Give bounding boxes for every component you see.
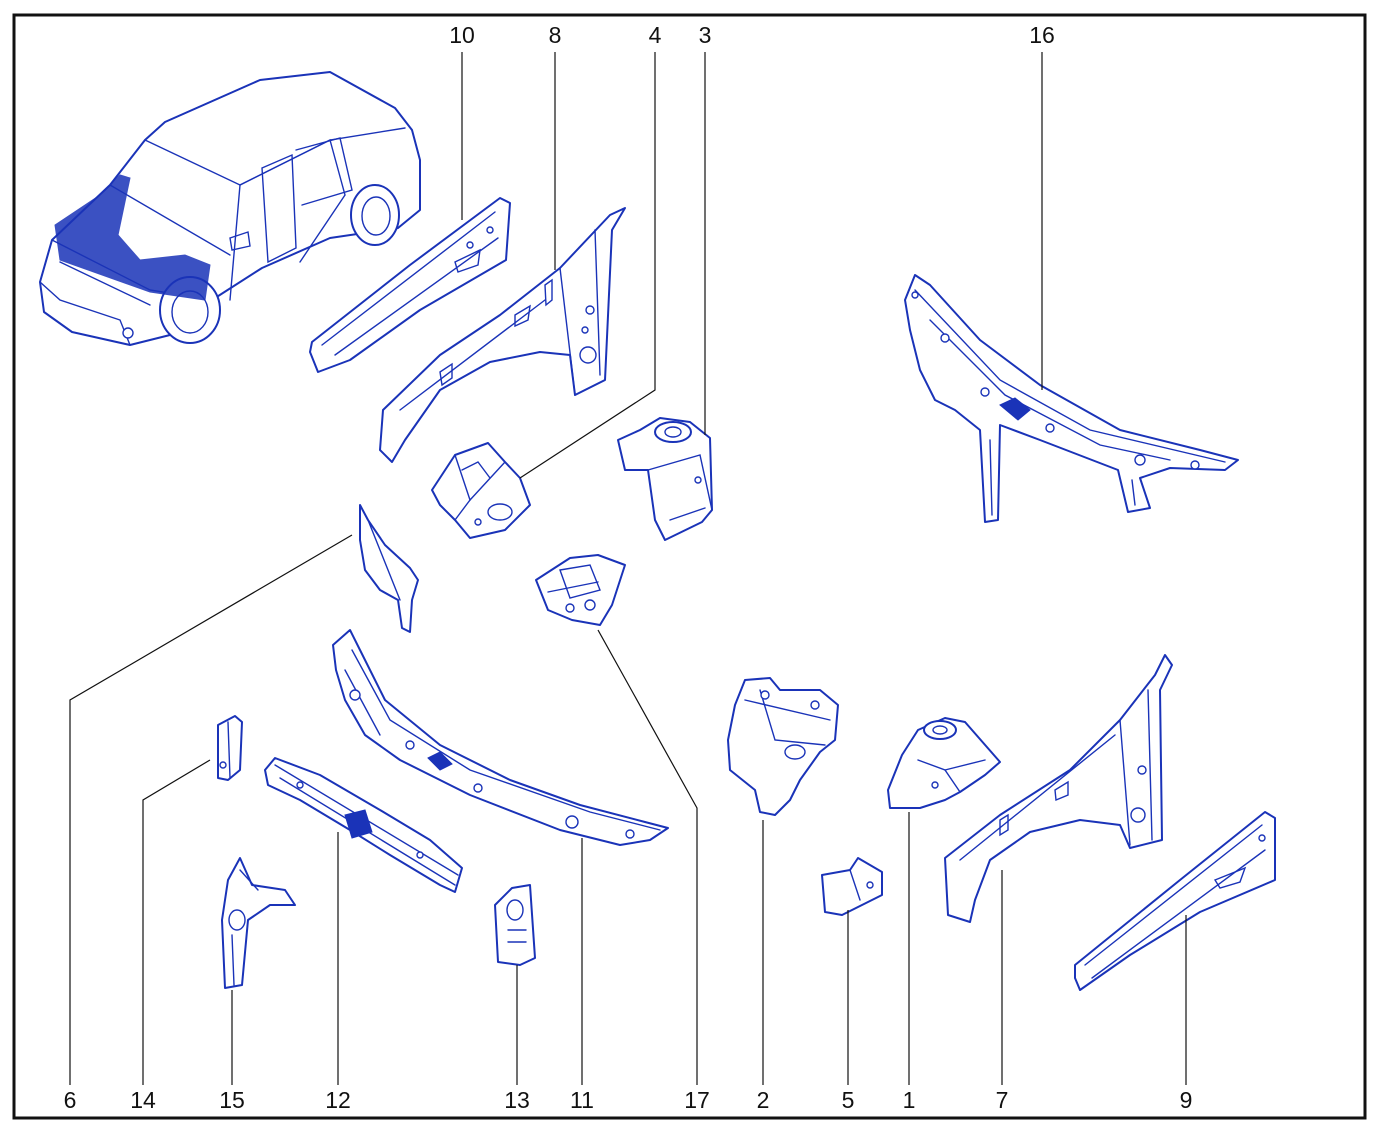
- part-2-side-bracket: [727, 677, 839, 816]
- callout-13: 13: [504, 1087, 530, 1113]
- part-6-reinforcement: [359, 504, 419, 633]
- callout-3: 3: [699, 22, 712, 48]
- part-17-mount-bracket: [535, 554, 626, 626]
- callout-14: 14: [130, 1087, 156, 1113]
- callout-17: 17: [684, 1087, 710, 1113]
- leader-6: [69, 534, 353, 1085]
- part-1-strut-tower: [887, 717, 1001, 809]
- callout-7: 7: [996, 1087, 1009, 1113]
- part-10-front-side-member: [309, 197, 511, 373]
- leader-14: [142, 759, 211, 1085]
- callout-12: 12: [325, 1087, 351, 1113]
- part-16-upper-cross-member: [904, 274, 1239, 523]
- diagram-frame: [12, 13, 1367, 1120]
- callout-10: 10: [449, 22, 475, 48]
- callout-6: 6: [64, 1087, 77, 1113]
- callout-1: 1: [903, 1087, 916, 1113]
- part-12-cross-beam: [264, 757, 463, 893]
- callout-15: 15: [219, 1087, 245, 1113]
- part-3-strut-tower: [617, 417, 713, 541]
- callout-16: 16: [1029, 22, 1055, 48]
- callout-2: 2: [757, 1087, 770, 1113]
- part-9-front-side-member: [1074, 811, 1276, 991]
- part-8-fender-apron: [379, 207, 626, 463]
- callout-8: 8: [549, 22, 562, 48]
- callout-5: 5: [842, 1087, 855, 1113]
- part-13-plate: [494, 884, 536, 966]
- callout-11: 11: [570, 1087, 594, 1113]
- part-4-front-bracket: [431, 442, 531, 539]
- leader-4: [519, 52, 656, 479]
- leader-17: [597, 629, 698, 1085]
- leader-lines: [69, 52, 1187, 1085]
- callout-4: 4: [649, 22, 662, 48]
- part-11-lower-cross-member: [332, 629, 669, 846]
- callout-9: 9: [1180, 1087, 1193, 1113]
- part-15-vertical-support: [221, 857, 296, 989]
- car-overview-illustration: [39, 71, 421, 346]
- part-14-small-bracket: [217, 715, 243, 781]
- part-7-fender-apron: [944, 654, 1173, 923]
- callout-labels: 10 8 4 3 16 6 14 15 12 13 11 17 2 5 1 7 …: [64, 22, 1193, 1113]
- part-5-gusset: [821, 857, 883, 916]
